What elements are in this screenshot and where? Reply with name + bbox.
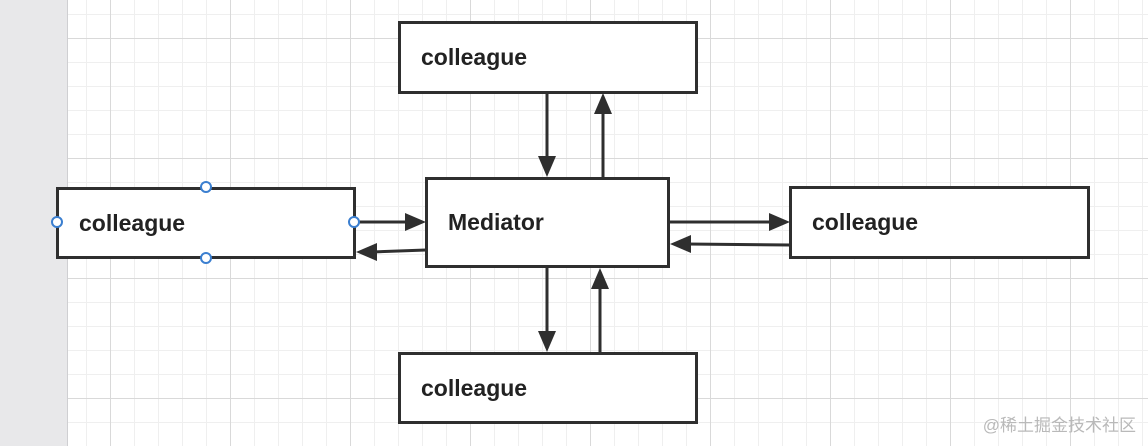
watermark-text: @稀土掘金技术社区 (982, 416, 1136, 435)
colleague-label-bottom: colleague (421, 374, 528, 401)
colleague-label-right: colleague (812, 209, 919, 235)
colleague-label-top: colleague (421, 44, 528, 70)
arrowhead-mediator-to-left (356, 243, 377, 261)
mediator-node[interactable]: Mediator (425, 177, 670, 268)
resize-handle-bottom[interactable] (200, 252, 212, 264)
arrowhead-top-to-mediator (538, 156, 556, 177)
arrowhead-bottom-to-mediator (591, 268, 609, 289)
colleague-node-top[interactable]: colleague (398, 21, 698, 94)
mediator-label: Mediator (448, 209, 544, 235)
arrowhead-left-to-mediator (405, 213, 426, 231)
resize-handle-left[interactable] (51, 216, 63, 228)
arrow-right-to-mediator[interactable] (685, 242, 791, 247)
colleague-label-left: colleague (79, 209, 186, 236)
arrowhead-right-to-mediator (670, 235, 691, 253)
arrow-mediator-to-left[interactable] (371, 248, 427, 254)
arrowhead-mediator-to-bottom (538, 331, 556, 352)
colleague-node-right[interactable]: colleague (789, 186, 1090, 259)
arrowhead-mediator-to-top (594, 93, 612, 114)
resize-handle-top[interactable] (200, 181, 212, 193)
arrowhead-mediator-to-right (769, 213, 790, 231)
colleague-node-left[interactable]: colleague (56, 187, 356, 259)
colleague-node-bottom[interactable]: colleague (398, 352, 698, 424)
resize-handle-right[interactable] (348, 216, 360, 228)
